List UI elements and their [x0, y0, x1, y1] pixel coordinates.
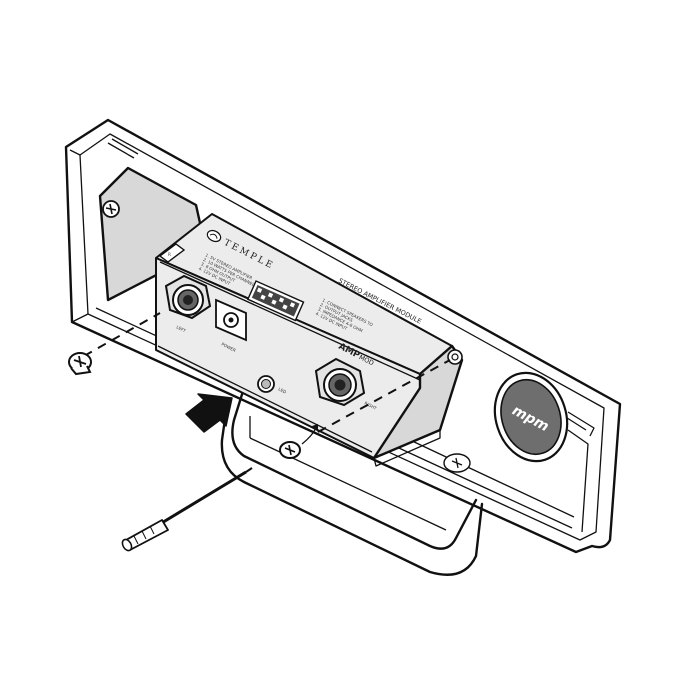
amp-module: TEMPLE 1. 5V STEREO AMPLIFIER 2. 10 WATT… [155, 213, 464, 467]
svg-text:R: R [168, 252, 171, 257]
right-recess [567, 429, 589, 533]
recess-screw-icon [102, 200, 120, 218]
power-label: POWER [221, 341, 237, 353]
power-jack: POWER [215, 298, 247, 353]
left-output-jack [164, 274, 212, 320]
brand-logo-icon [206, 229, 222, 243]
rotation-arrow-icon [301, 427, 317, 445]
alignment-line-left [83, 312, 161, 357]
right-output-jack [314, 357, 366, 407]
dip-switch [246, 280, 305, 322]
panel-logo: mpm [493, 371, 569, 463]
screw-lower-icon [279, 441, 301, 459]
panel-screw-hole-icon [443, 453, 471, 473]
left-jack-label: LEFT [176, 324, 187, 333]
back-panel: mpm [64, 118, 622, 554]
screwdriver-icon [121, 467, 253, 552]
led-indicator: LED [257, 375, 288, 395]
module-tab-right [447, 349, 463, 365]
module-tab-left: R [158, 243, 186, 263]
led-label: LED [278, 386, 288, 394]
right-jack-label: RIGHT [364, 400, 378, 411]
insert-arrow-icon [185, 393, 233, 433]
panel-outline [64, 118, 622, 554]
screw-icon [68, 352, 92, 376]
